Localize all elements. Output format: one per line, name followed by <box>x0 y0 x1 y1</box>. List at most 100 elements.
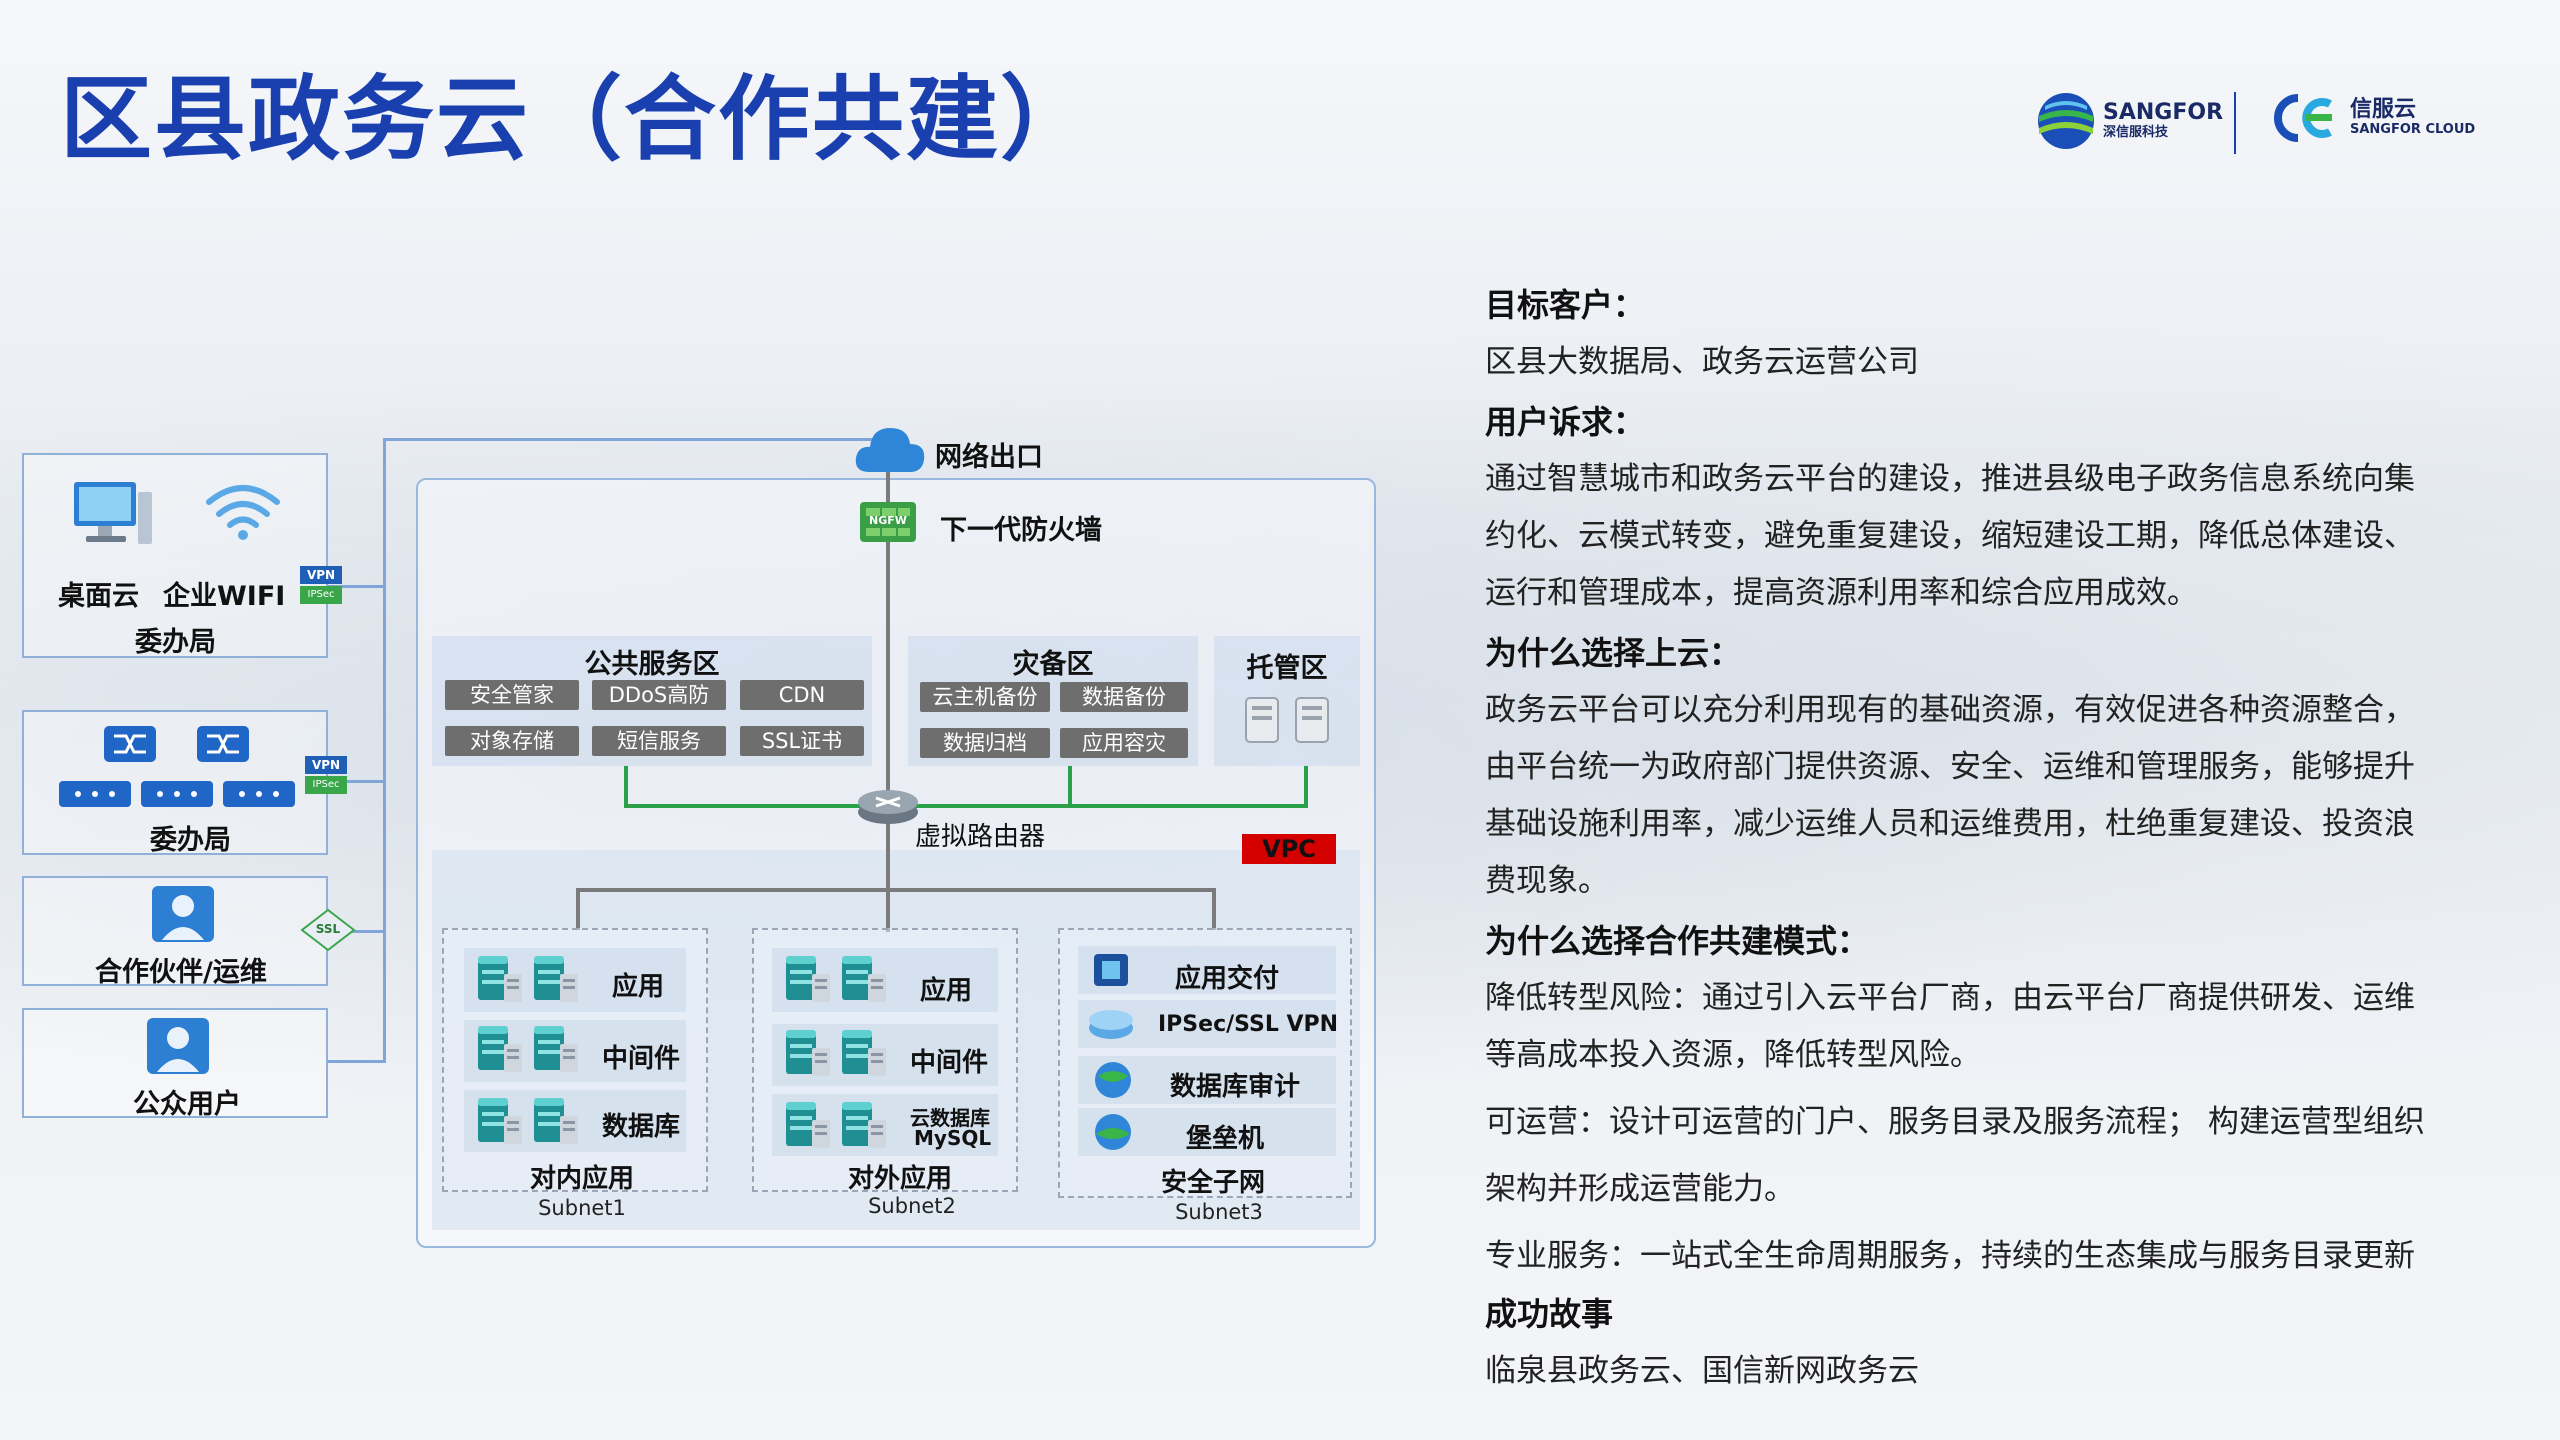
server-stack-icon <box>534 1098 578 1144</box>
demand-line-2: 约化、云模式转变，避免重复建设，缩短建设工期，降低总体建设、 <box>1485 518 2415 554</box>
subnet3-label-bastion: 堡垒机 <box>1186 1124 1265 1154</box>
wifi-icon <box>206 485 280 540</box>
server-stack-icon <box>534 956 578 1002</box>
demand-line-3: 运行和管理成本，提高资源利用率和综合应用成效。 <box>1485 575 2198 611</box>
sangfor-globe-icon <box>2038 93 2094 149</box>
subnet3-id: Subnet3 <box>1175 1200 1263 1224</box>
link-box2 <box>328 780 385 783</box>
server-icon-hosting-1 <box>1245 697 1279 743</box>
demand-heading: 用户诉求： <box>1485 403 1646 441</box>
box1-caption: 委办局 <box>135 627 216 658</box>
box2-caption: 委办局 <box>150 825 231 856</box>
subnet1-label-app: 应用 <box>612 972 665 1002</box>
target-text: 区县大数据局、政务云运营公司 <box>1485 344 1919 380</box>
why-coop-line-2: 等高成本投入资源，降低转型风险。 <box>1485 1037 1981 1073</box>
why-coop-line-1: 降低转型风险：通过引入云平台厂商，由云平台厂商提供研发、运维 <box>1485 980 2415 1016</box>
why-coop-heading: 为什么选择合作共建模式： <box>1485 922 1870 960</box>
logo-divider <box>2234 92 2236 154</box>
subnet1-label-db: 数据库 <box>602 1112 681 1142</box>
sangfor-logo: SANGFOR 深信服科技 <box>2035 90 2223 152</box>
why-cloud-line-2: 由平台统一为政府部门提供资源、安全、运维和管理服务，能够提升 <box>1485 749 2415 785</box>
vpc-bus-top <box>576 888 1216 892</box>
server-stack-icon <box>842 1102 886 1148</box>
green-link-horizontal <box>624 804 1308 808</box>
subnet2-label-app: 应用 <box>920 976 973 1006</box>
server-stack-icon <box>786 956 830 1002</box>
vpc-bus-drop-1 <box>576 888 580 930</box>
vpn-badge-text: VPN <box>305 756 347 774</box>
subnet2-label-mysql: MySQL <box>914 1126 992 1150</box>
ipsec-badge-text: IPSec <box>300 586 342 604</box>
link-box4 <box>328 1060 385 1063</box>
green-link-public-down <box>624 766 628 808</box>
server-stack-icon <box>478 1026 522 1072</box>
link-box1 <box>328 585 385 588</box>
left-bus-vertical <box>383 438 386 1063</box>
page-title: 区县政务云（合作共建） <box>60 66 1095 173</box>
why-coop-line-5: 专业服务：一站式全生命周期服务，持续的生态集成与服务目录更新 <box>1485 1238 2415 1274</box>
vpn-gateway-icon <box>1089 1010 1133 1039</box>
vpc-badge: VPC <box>1242 834 1336 864</box>
subnet3-title: 安全子网 <box>1160 1168 1265 1198</box>
subnet2-id: Subnet2 <box>868 1194 956 1218</box>
cloud-cn: 信服云 <box>2350 97 2417 123</box>
hub-icon-2 <box>141 781 213 807</box>
firewall-icon <box>860 502 916 542</box>
sangfor-en: SANGFOR <box>2103 100 2224 126</box>
top-connector <box>383 438 873 441</box>
why-coop-line-4: 架构并形成运营能力。 <box>1485 1171 1795 1207</box>
tag-cdn: CDN <box>740 680 864 710</box>
hub-icon-3 <box>223 781 295 807</box>
hosting-zone-title: 托管区 <box>1246 653 1328 684</box>
cloud-en: SANGFOR CLOUD <box>2350 122 2476 138</box>
tag-ddos: DDoS高防 <box>592 680 726 710</box>
subnet3-label-adc: 应用交付 <box>1175 964 1280 994</box>
hub-icon-1 <box>59 781 131 807</box>
subnet2-title: 对外应用 <box>847 1164 952 1194</box>
tag-ssl-cert: SSL证书 <box>740 726 864 756</box>
server-stack-icon <box>478 956 522 1002</box>
vpn-ipsec-badge-2: VPN IPSec <box>305 756 347 796</box>
client-box-desktop-wifi <box>22 453 328 658</box>
desktop-computer-icon <box>74 482 152 544</box>
why-cloud-line-3: 基础设施利用率，减少运维人员和运维费用，杜绝重复建设、投资浪 <box>1485 806 2415 842</box>
ssl-badge-icon <box>300 908 356 952</box>
router-label: 虚拟路由器 <box>915 822 1046 852</box>
firewall-badge: NGFW <box>869 514 907 527</box>
box3-caption: 合作伙伴/运维 <box>95 957 267 988</box>
why-cloud-heading: 为什么选择上云： <box>1485 634 1742 672</box>
server-stack-icon <box>786 1030 830 1076</box>
app-delivery-icon <box>1094 954 1128 986</box>
green-link-hosting-down <box>1304 766 1308 808</box>
db-audit-icon <box>1095 1062 1131 1098</box>
link-box3 <box>328 930 385 933</box>
subnet2-label-middleware: 中间件 <box>910 1048 989 1078</box>
tag-object-storage: 对象存储 <box>445 726 579 756</box>
subnet3-label-dbaudit: 数据库审计 <box>1170 1072 1301 1102</box>
network-exit-label: 网络出口 <box>935 442 1043 473</box>
target-heading: 目标客户： <box>1485 286 1646 324</box>
switch-icon-a <box>104 726 156 762</box>
switch-icon-b <box>197 726 249 762</box>
why-cloud-line-4: 费现象。 <box>1485 863 1609 899</box>
tag-security-steward: 安全管家 <box>445 680 579 710</box>
enterprise-wifi-label: 企业WIFI <box>163 581 286 612</box>
ssl-vpn-badge: SSL <box>300 908 356 952</box>
subnet1-label-middleware: 中间件 <box>602 1044 681 1074</box>
box4-caption: 公众用户 <box>133 1089 241 1120</box>
tag-vm-backup: 云主机备份 <box>920 682 1050 712</box>
user-icon-partner <box>152 886 214 942</box>
sangfor-cn: 深信服科技 <box>2103 125 2169 141</box>
firewall-label: 下一代防火墙 <box>940 515 1102 546</box>
tag-data-archive: 数据归档 <box>920 728 1050 758</box>
subnet2-label-clouddb: 云数据库 <box>910 1106 990 1130</box>
desktop-cloud-label: 桌面云 <box>58 581 139 612</box>
bastion-host-icon <box>1095 1114 1131 1150</box>
green-link-dr-down <box>1068 766 1072 808</box>
server-stack-icon <box>478 1098 522 1144</box>
server-stack-icon <box>786 1102 830 1148</box>
vpn-ipsec-badge-1: VPN IPSec <box>300 566 342 606</box>
server-icon-hosting-2 <box>1295 697 1329 743</box>
dr-zone-title: 灾备区 <box>1012 649 1094 680</box>
cloud-icon <box>855 428 925 472</box>
